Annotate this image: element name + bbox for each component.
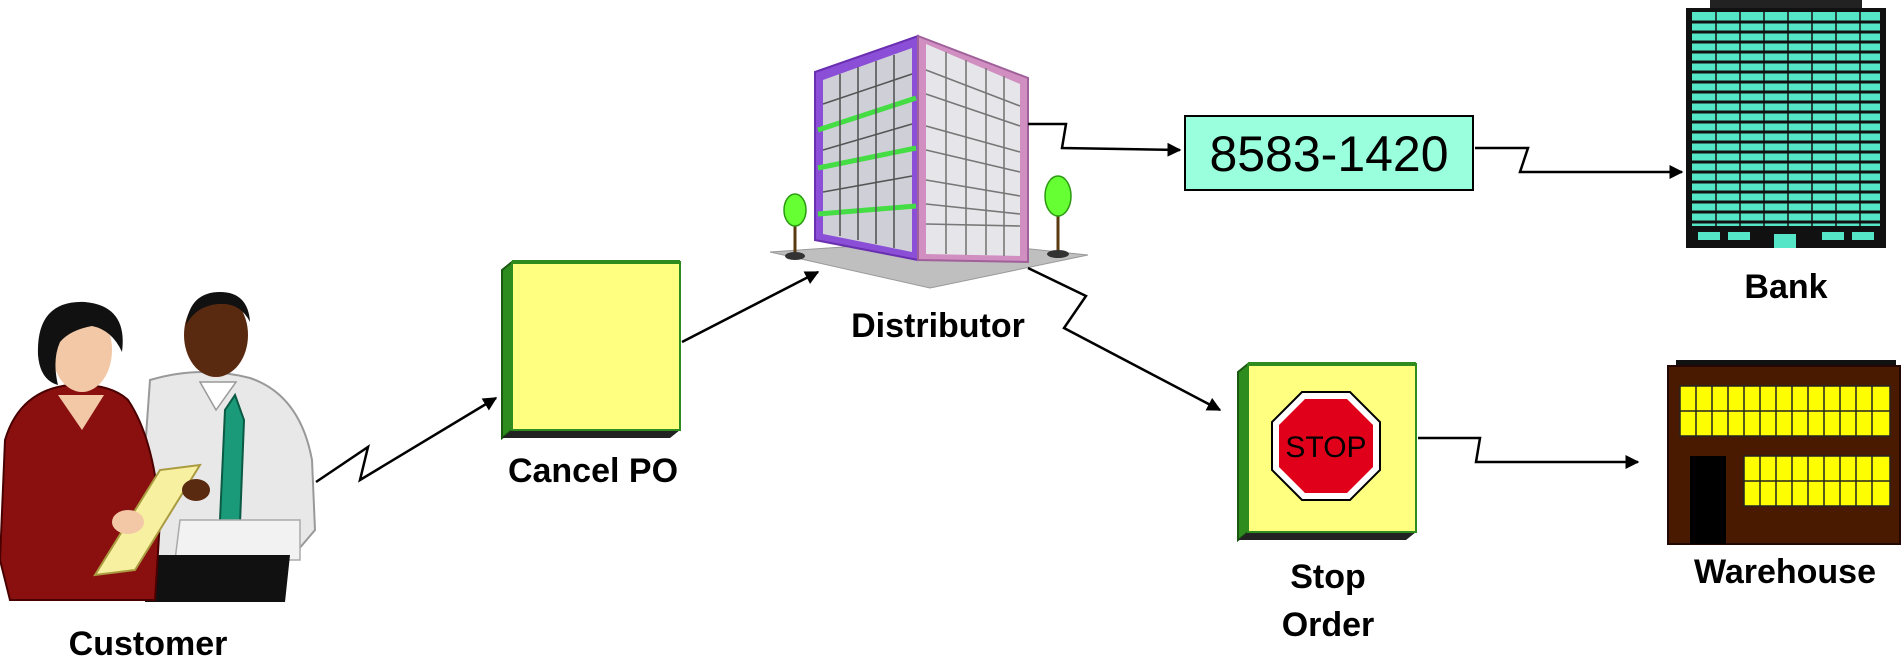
stop-order-box: STOP <box>1237 361 1417 543</box>
cancel-po-label: Cancel PO <box>508 452 678 490</box>
cancel-po-box <box>501 259 681 441</box>
office-building-icon <box>769 34 1089 289</box>
two-people-clipart-icon <box>0 292 317 602</box>
arrow-customer-to-cancel-po <box>315 396 498 484</box>
bank-tower-icon <box>1686 0 1886 248</box>
arrow-cancel-po-to-distributor <box>681 270 820 344</box>
stop-order-label-line2: Order <box>1282 606 1375 644</box>
arrow-distributor-to-code-box <box>1028 122 1182 157</box>
arrow-stop-order-to-warehouse <box>1418 436 1640 469</box>
code-box-text: 8583-1420 <box>1209 126 1448 182</box>
tree-icon <box>783 193 807 260</box>
stop-order-label-line1: Stop <box>1290 558 1366 596</box>
warehouse-label: Warehouse <box>1694 553 1876 591</box>
warehouse-icon <box>1667 360 1901 545</box>
arrow-distributor-to-stop-order <box>1027 266 1222 412</box>
tree-icon <box>1044 175 1072 258</box>
distributor-label: Distributor <box>851 307 1025 345</box>
stop-sign-icon: STOP <box>1271 391 1381 501</box>
stop-sign-text: STOP <box>1285 431 1366 464</box>
arrow-code-box-to-bank <box>1475 146 1684 179</box>
customer-label: Customer <box>69 625 228 660</box>
code-box: 8583-1420 <box>1184 115 1474 191</box>
bank-label: Bank <box>1744 268 1827 306</box>
